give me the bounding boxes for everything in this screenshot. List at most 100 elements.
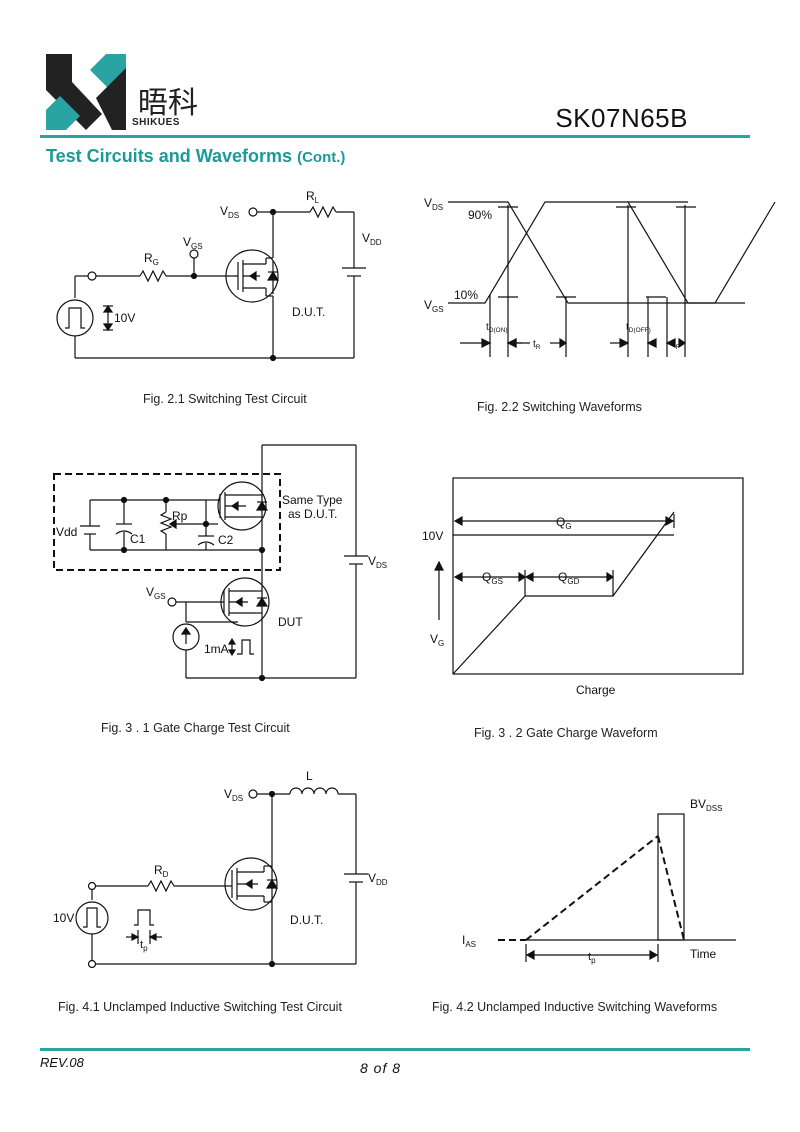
fig31-vds-label: V xyxy=(368,554,376,568)
fig22-tdon-sub: D(ON) xyxy=(489,327,508,334)
svg-text:BVDSS: BVDSS xyxy=(690,797,722,813)
header-divider xyxy=(40,135,750,138)
part-number: SK07N65B xyxy=(555,103,688,133)
fig21-vdd-label: V xyxy=(362,231,370,245)
svg-text:RG: RG xyxy=(144,251,159,267)
fig32-qg-label: Q xyxy=(556,515,565,529)
fig32-caption: Fig. 3 . 2 Gate Charge Waveform xyxy=(474,726,658,740)
brand-english-name: SHIKUES xyxy=(132,117,180,128)
svg-text:tD(ON): tD(ON) xyxy=(486,322,508,334)
svg-text:tD(OFF): tD(OFF) xyxy=(626,322,651,334)
svg-text:VDD: VDD xyxy=(362,231,382,247)
fig21-rl-label: R xyxy=(306,189,315,203)
svg-text:tR: tR xyxy=(533,339,541,351)
fig22-tr-label: t xyxy=(533,339,536,350)
fig42-bv-sub: DSS xyxy=(706,804,722,813)
fig21-pulse-label: 10V xyxy=(114,311,135,325)
svg-text:VDS: VDS xyxy=(424,196,443,212)
fig41-pulse-label: 10V xyxy=(53,911,74,925)
switching-test-circuit xyxy=(56,205,366,362)
section-title-suffix: (Cont.) xyxy=(297,149,346,166)
fig41-tp-label: t xyxy=(140,939,143,951)
fig22-vgs-label: V xyxy=(424,298,432,312)
fig21-rg-label: R xyxy=(144,251,153,265)
fig31-same-type-label: Same Type xyxy=(282,493,343,507)
brand-chinese-name: 晤科 xyxy=(138,86,198,121)
fig22-vgs-sub: GS xyxy=(432,305,444,314)
fig31-vds-sub: DS xyxy=(376,561,387,570)
section-title-text: Test Circuits and Waveforms xyxy=(46,146,293,166)
fig41-caption: Fig. 4.1 Unclamped Inductive Switching T… xyxy=(58,1000,342,1014)
fig32-charge-label: Charge xyxy=(576,683,616,697)
fig32-vg-label: V xyxy=(430,632,438,646)
fig31-c2-label: C2 xyxy=(218,533,234,547)
svg-text:tp: tp xyxy=(140,939,148,953)
fig41-rd-label: R xyxy=(154,863,163,877)
svg-text:RL: RL xyxy=(306,189,320,205)
footer-divider xyxy=(40,1048,750,1051)
fig21-vgs-label: V xyxy=(183,235,191,249)
fig31-vgs-sub: GS xyxy=(154,592,166,601)
fig42-caption: Fig. 4.2 Unclamped Inductive Switching W… xyxy=(432,1000,718,1014)
svg-text:VG: VG xyxy=(430,632,444,648)
fig32-qgs-sub: GS xyxy=(491,577,503,586)
fig22-tdoff-sub: D(OFF) xyxy=(629,327,651,334)
svg-text:tp: tp xyxy=(588,951,596,965)
svg-text:QGD: QGD xyxy=(558,570,580,586)
company-logo xyxy=(46,54,126,130)
switching-waveforms xyxy=(448,201,776,357)
fig21-caption: Fig. 2.1 Switching Test Circuit xyxy=(143,392,307,406)
fig32-qgs-label: Q xyxy=(482,570,491,584)
fig21-rg-sub: G xyxy=(153,258,159,267)
fig41-l-label: L xyxy=(306,769,313,783)
gate-charge-waveform xyxy=(434,477,744,675)
fig21-dut-label: D.U.T. xyxy=(292,305,325,319)
fig41-vds-label: V xyxy=(224,787,232,801)
fig22-tf-label: t xyxy=(673,339,676,350)
fig42-tp-label: t xyxy=(588,951,591,963)
fig22-tf-sub: F xyxy=(676,344,680,351)
fig21-vdd-sub: DD xyxy=(370,238,382,247)
svg-text:QGS: QGS xyxy=(482,570,503,586)
page-number: 8 of 8 xyxy=(360,1060,402,1076)
fig21-vds-label: V xyxy=(220,204,228,218)
fig41-dut-label: D.U.T. xyxy=(290,913,323,927)
fig42-ias-sub: AS xyxy=(465,940,476,949)
fig31-c1-label: C1 xyxy=(130,532,146,546)
fig41-vdd-label: V xyxy=(368,871,376,885)
fig31-dut-label: DUT xyxy=(278,615,303,629)
fig22-caption: Fig. 2.2 Switching Waveforms xyxy=(477,400,642,414)
fig42-ias-label: I xyxy=(462,933,465,947)
fig21-rl-sub: L xyxy=(315,196,320,205)
fig22-10-label: 10% xyxy=(454,288,478,302)
fig32-qgd-label: Q xyxy=(558,570,567,584)
fig41-vdd-sub: DD xyxy=(376,878,388,887)
gate-charge-test-circuit xyxy=(53,444,368,682)
svg-text:VDD: VDD xyxy=(368,871,388,887)
fig32-10v-label: 10V xyxy=(422,529,443,543)
fig31-vgs-label: V xyxy=(146,585,154,599)
svg-text:VDS: VDS xyxy=(220,204,239,220)
fig41-rd-sub: D xyxy=(163,870,169,879)
svg-text:VGS: VGS xyxy=(146,585,166,601)
fig32-vg-sub: G xyxy=(438,639,444,648)
svg-text:VGS: VGS xyxy=(183,235,203,251)
section-title: Test Circuits and Waveforms (Cont.) xyxy=(46,146,345,167)
fig31-as-dut-label: as D.U.T. xyxy=(288,507,337,521)
svg-text:IAS: IAS xyxy=(462,933,476,949)
fig22-90-label: 90% xyxy=(468,208,492,222)
svg-text:VGS: VGS xyxy=(424,298,444,314)
svg-text:tF: tF xyxy=(673,339,680,351)
fig22-vds-label: V xyxy=(424,196,432,210)
fig41-vds-sub: DS xyxy=(232,794,243,803)
fig31-rp-label: Rp xyxy=(172,509,188,523)
fig32-qgd-sub: GD xyxy=(567,577,579,586)
revision-label: REV.08 xyxy=(40,1055,84,1070)
fig31-caption: Fig. 3 . 1 Gate Charge Test Circuit xyxy=(101,721,290,735)
fig31-vdd-label: Vdd xyxy=(56,525,77,539)
fig22-tr-sub: R xyxy=(536,344,541,351)
fig21-vgs-sub: GS xyxy=(191,242,203,251)
svg-text:QG: QG xyxy=(556,515,572,531)
fig22-vds-sub: DS xyxy=(432,203,443,212)
uis-test-circuit xyxy=(75,787,368,969)
